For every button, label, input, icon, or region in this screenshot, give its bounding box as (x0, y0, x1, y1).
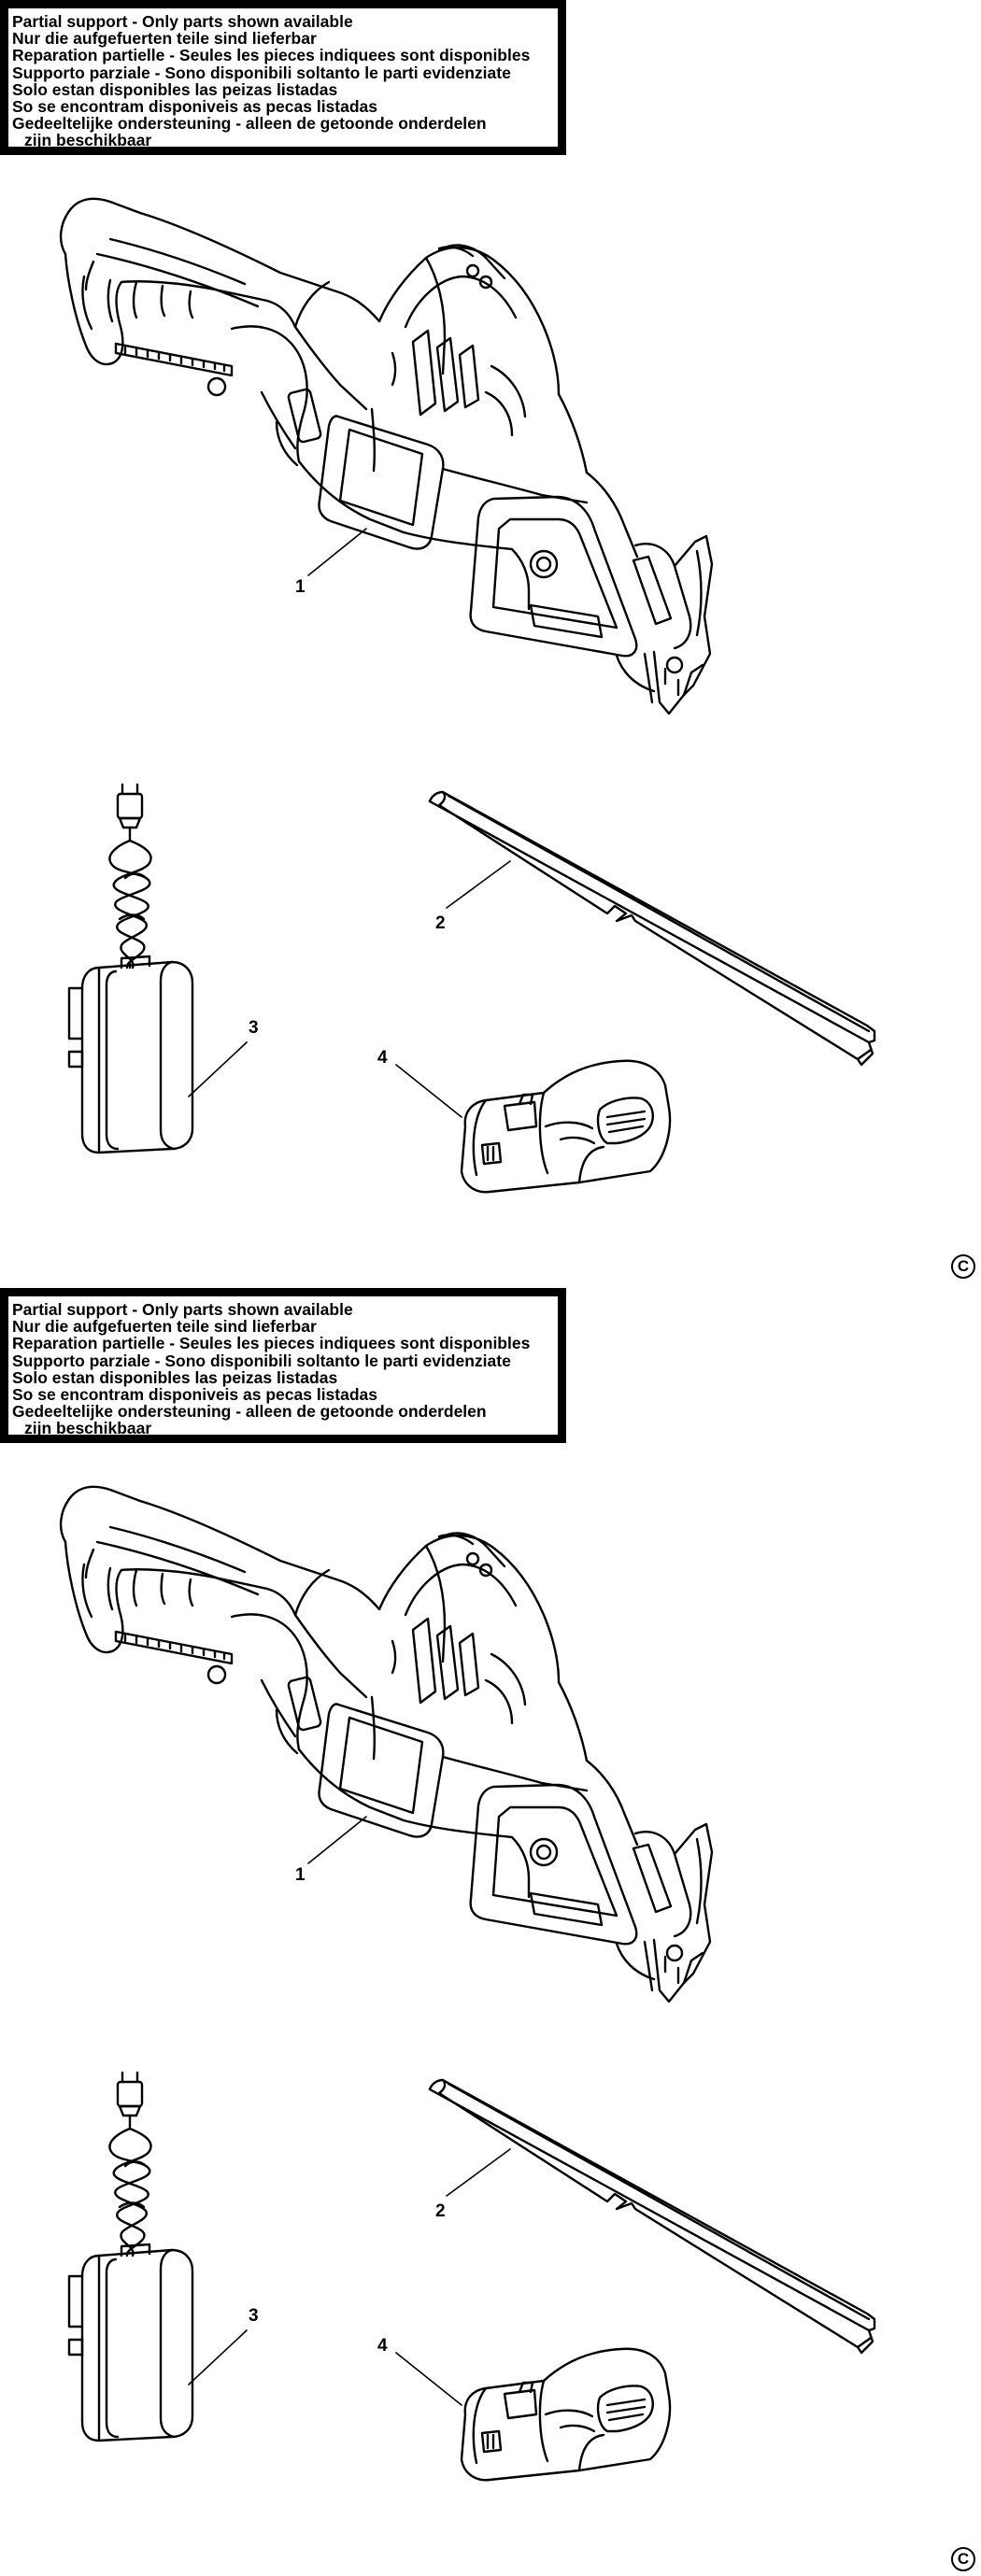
battery-pack-drawing (460, 1059, 672, 1194)
partial-support-notice: Partial support - Only parts shown avail… (0, 0, 566, 155)
notice-line-spanish: Solo estan disponibles las peizas listad… (12, 79, 338, 99)
charger-drawing (67, 783, 194, 1154)
reciprocating-saw-drawing (59, 197, 714, 715)
leader-line-3 (188, 1041, 248, 1097)
reciprocating-saw-drawing (59, 1485, 714, 2003)
leader-line-1 (307, 528, 367, 576)
notice-line-dutch: Gedeeltelijke ondersteuning - alleen de … (12, 1402, 487, 1422)
leader-line-3 (188, 2329, 248, 2385)
callout-3: 3 (249, 2306, 259, 2326)
diagram-page-1: Partial support - Only parts shown avail… (0, 0, 975, 1279)
callout-3: 3 (249, 1018, 259, 1038)
notice-line-dutch: Gedeeltelijke ondersteuning - alleen de … (12, 114, 487, 134)
notice-line-english: Partial support - Only parts shown avail… (12, 12, 353, 31)
charger-drawing (67, 2071, 194, 2442)
exploded-parts-drawing: 1 2 3 4 (59, 1485, 876, 2482)
saw-blade-drawing (428, 2078, 876, 2355)
partial-support-notice: Partial support - Only parts shown avail… (0, 1288, 566, 1443)
notice-line-italian: Supporto parziale - Sono disponibili sol… (12, 63, 511, 82)
callout-1: 1 (295, 1865, 306, 1885)
exploded-parts-drawing: 1 2 3 4 (59, 197, 876, 1194)
notice-line-dutch-cont: zijn beschikbaar (24, 131, 152, 150)
callout-4: 4 (377, 1048, 388, 1068)
notice-line-spanish: Solo estan disponibles las peizas listad… (12, 1367, 338, 1387)
leader-line-2 (446, 860, 511, 909)
notice-line-german: Nur die aufgefuerten teile sind lieferba… (12, 1317, 317, 1337)
callout-2: 2 (435, 913, 446, 933)
notice-line-english: Partial support - Only parts shown avail… (12, 1300, 353, 1319)
battery-pack-drawing (460, 2347, 672, 2482)
notice-line-french: Reparation partielle - Seules les pieces… (12, 46, 531, 65)
callout-2: 2 (435, 2201, 446, 2221)
diagram-page-2: Partial support - Only parts shown avail… (0, 1288, 981, 2576)
notice-line-italian: Supporto parziale - Sono disponibili sol… (12, 1351, 511, 1370)
leader-line-2 (446, 2148, 511, 2197)
notice-line-german: Nur die aufgefuerten teile sind lieferba… (12, 29, 317, 49)
notice-line-portuguese: So se encontram disponiveis as pecas lis… (12, 97, 377, 117)
callout-4: 4 (377, 2336, 388, 2356)
leader-line-1 (307, 1816, 367, 1864)
leader-line-4 (395, 1064, 462, 1118)
copyright-mark: C (951, 2547, 975, 2571)
saw-blade-drawing (428, 790, 876, 1067)
copyright-mark: C (951, 1254, 975, 1279)
notice-line-portuguese: So se encontram disponiveis as pecas lis… (12, 1385, 377, 1405)
leader-line-4 (395, 2352, 462, 2406)
notice-line-dutch-cont: zijn beschikbaar (24, 1419, 152, 1438)
notice-line-french: Reparation partielle - Seules les pieces… (12, 1334, 531, 1353)
callout-1: 1 (295, 577, 306, 597)
